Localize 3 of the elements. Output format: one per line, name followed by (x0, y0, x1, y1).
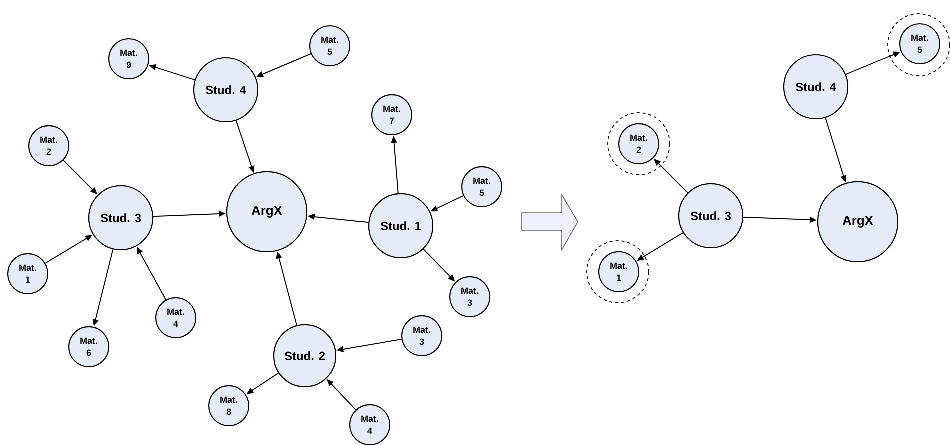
dashed-ring (586, 240, 650, 304)
dashed-ring (608, 112, 670, 176)
dashed-ring (888, 14, 950, 76)
